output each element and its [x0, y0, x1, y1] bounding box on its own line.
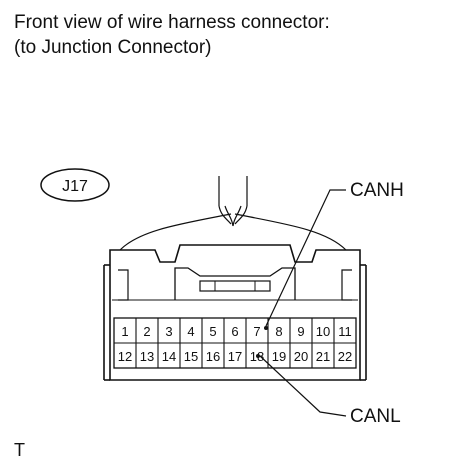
pin-4: 4 — [187, 324, 194, 339]
pin-2: 2 — [143, 324, 150, 339]
pin-3: 3 — [165, 324, 172, 339]
pin-12: 12 — [118, 349, 132, 364]
connector-id-label: J17 — [40, 168, 110, 202]
pin-9: 9 — [297, 324, 304, 339]
pin-17: 17 — [228, 349, 242, 364]
pin-row-1: 1 2 3 4 5 6 7 8 9 10 11 — [121, 324, 351, 339]
canl-pin-marker — [256, 354, 260, 358]
canl-label: CANL — [350, 406, 401, 427]
diagram-title-line-1: Front view of wire harness connector: — [14, 12, 330, 33]
pin-1: 1 — [121, 324, 128, 339]
pin-15: 15 — [184, 349, 198, 364]
canh-leader-line — [265, 189, 346, 327]
connector-housing — [103, 244, 367, 381]
pin-21: 21 — [316, 349, 330, 364]
diagram-title-line-2: (to Junction Connector) — [14, 37, 212, 58]
pin-8: 8 — [275, 324, 282, 339]
pin-13: 13 — [140, 349, 154, 364]
wire-harness — [119, 176, 347, 251]
canl-leader-line — [259, 355, 347, 417]
pin-row-2: 12 13 14 15 16 17 18 19 20 21 22 — [118, 349, 352, 364]
figure-code: T — [14, 440, 25, 460]
pin-22: 22 — [338, 349, 352, 364]
pin-10: 10 — [316, 324, 330, 339]
pin-19: 19 — [272, 349, 286, 364]
pin-14: 14 — [162, 349, 176, 364]
pin-11: 11 — [338, 324, 352, 339]
pin-20: 20 — [294, 349, 308, 364]
pin-6: 6 — [231, 324, 238, 339]
connector-id-text: J17 — [62, 178, 88, 195]
pin-7: 7 — [253, 324, 260, 339]
pin-5: 5 — [209, 324, 216, 339]
canh-pin-marker — [264, 326, 268, 330]
pin-cell-dividers — [135, 318, 335, 368]
canh-label: CANH — [350, 180, 404, 201]
pin-16: 16 — [206, 349, 220, 364]
